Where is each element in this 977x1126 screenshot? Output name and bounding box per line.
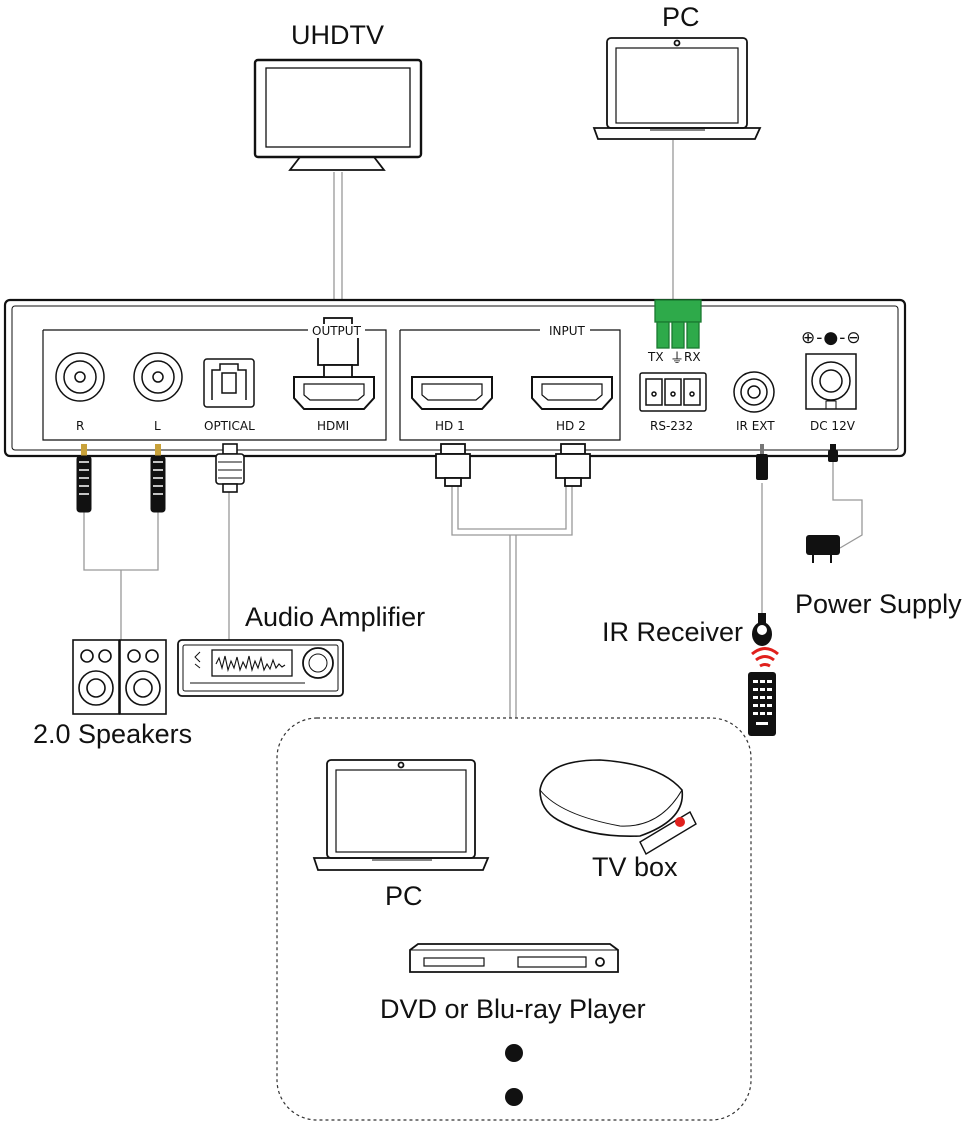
- port-label-dc: DC 12V: [810, 419, 855, 433]
- cables: [83, 140, 863, 718]
- ir-receiver-icon: [752, 613, 772, 646]
- hdmi-out-port: [293, 376, 375, 410]
- rca-plug-l: [150, 444, 166, 513]
- hdmi-plug-hd1: [435, 443, 471, 487]
- hdmi-plug-hd2: [555, 443, 591, 487]
- rs232-port: [639, 372, 707, 412]
- port-label-optical: OPTICAL: [204, 419, 255, 433]
- port-label-rs232: RS-232: [650, 419, 694, 433]
- rca-plug-r: [76, 444, 92, 513]
- rs232-gnd-label: ⏚: [670, 351, 684, 367]
- dc-plug: [828, 444, 838, 462]
- rs232-rx-label: RX: [684, 350, 701, 364]
- tv-box-icon: [539, 759, 684, 837]
- tv-box-label: TV box: [592, 852, 678, 882]
- port-label-l: L: [154, 419, 161, 433]
- tv-icon: [253, 58, 423, 171]
- remote-icon: [639, 811, 697, 855]
- dc-jack: [805, 353, 857, 410]
- pc-top-label: PC: [662, 2, 700, 32]
- rca-jack-l: [133, 352, 183, 402]
- amplifier-icon: [177, 639, 344, 697]
- output-group-label: OUTPUT: [308, 324, 365, 338]
- power-adapter-icon: [806, 535, 840, 563]
- optical-jack: [203, 358, 255, 408]
- speaker-icon: [72, 639, 167, 715]
- ir-ext-jack: [733, 371, 775, 413]
- dvd-player-label: DVD or Blu-ray Player: [380, 994, 646, 1024]
- ir-receiver-label: IR Receiver: [602, 617, 744, 647]
- source-devices-region: [276, 717, 752, 1121]
- port-label-r: R: [76, 419, 85, 433]
- laptop-icon: [312, 759, 490, 871]
- speakers-label: 2.0 Speakers: [33, 719, 193, 749]
- uhdtv-label: UHDTV: [291, 20, 384, 50]
- more-devices-dot: [505, 1088, 523, 1106]
- port-label-hd2: HD 2: [556, 419, 586, 433]
- dvd-player-icon: [409, 943, 619, 973]
- port-label-hdmi: HDMI: [317, 419, 350, 433]
- hdmi-in-port-1: [411, 376, 493, 410]
- optical-plug: [215, 443, 245, 493]
- power-supply-label: Power Supply: [795, 589, 962, 619]
- more-devices-dot: [505, 1044, 523, 1062]
- input-group-label: INPUT: [545, 324, 589, 338]
- audio-amplifier-label: Audio Amplifier: [245, 602, 426, 632]
- remote-icon: [748, 647, 779, 736]
- port-label-hd1: HD 1: [435, 419, 465, 433]
- rs232-tx-label: TX: [648, 350, 664, 364]
- port-label-irext: IR EXT: [736, 419, 775, 433]
- rca-jack-r: [55, 352, 105, 402]
- laptop-icon: [592, 37, 762, 140]
- green-terminal-plug: [654, 299, 702, 349]
- hdmi-in-port-2: [531, 376, 613, 410]
- dc-polarity-symbol: ⊕-●-⊖: [801, 328, 862, 348]
- ir-plug: [756, 444, 768, 480]
- pc-source-label: PC: [385, 881, 423, 911]
